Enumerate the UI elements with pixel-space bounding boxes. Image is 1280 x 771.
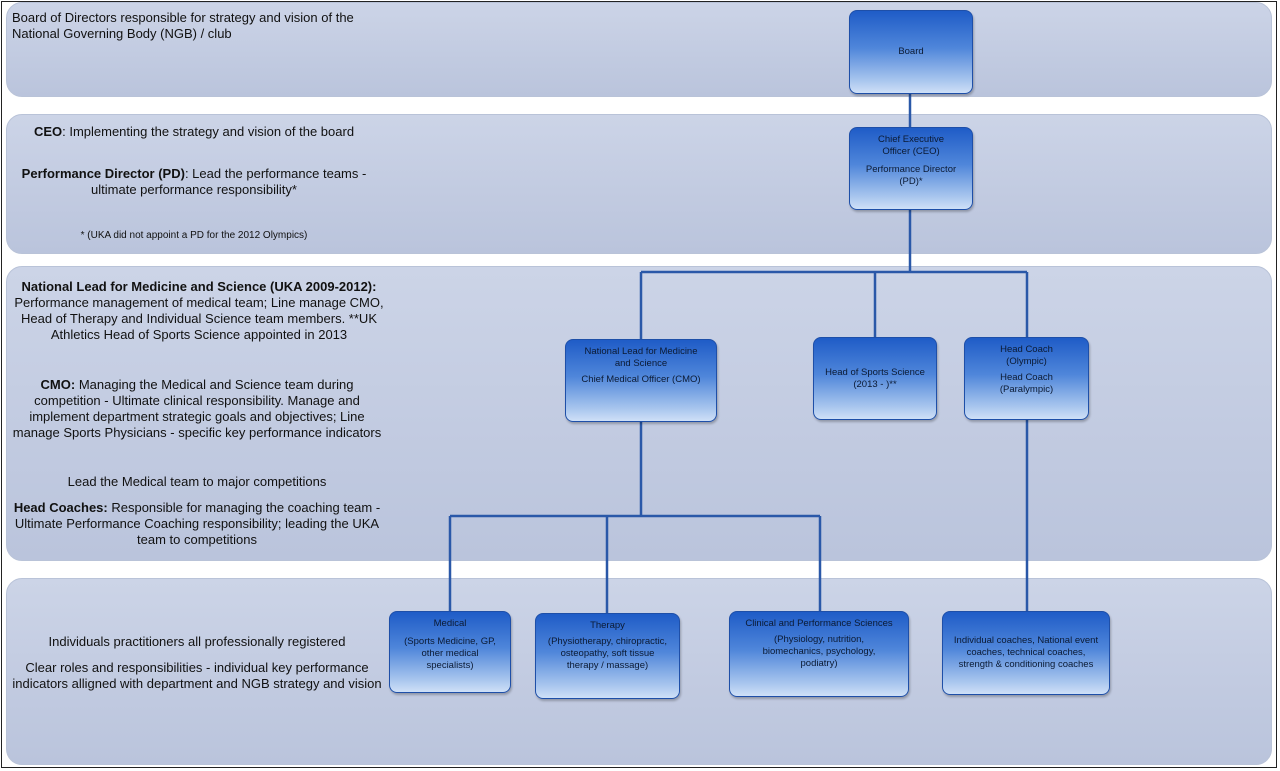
individual-coaches-node: Individual coaches, National event coach… (942, 611, 1110, 695)
ceo-node: Chief Executive Officer (CEO) Performanc… (849, 127, 973, 210)
board-node: Board (849, 10, 973, 94)
nlms-description: National Lead for Medicine and Science (… (14, 279, 384, 342)
cmo-description: CMO: Managing the Medical and Science te… (12, 377, 382, 440)
roles-text: Clear roles and responsibilities - indiv… (12, 660, 382, 691)
head-of-sports-science-node: Head of Sports Science (2013 - )** (813, 337, 937, 420)
board-description: Board of Directors responsible for strat… (12, 10, 354, 41)
clinical-performance-sciences-node: Clinical and Performance Sciences (Physi… (729, 611, 909, 697)
lead-medical-text: Lead the Medical team to major competiti… (67, 474, 327, 489)
board-band (6, 2, 1272, 97)
nlms-node: National Lead for Medicine and Science C… (565, 339, 717, 422)
pd-footnote: * (UKA did not appoint a PD for the 2012… (80, 230, 308, 241)
therapy-node: Therapy (Physiotherapy, chiropractic, os… (535, 613, 680, 699)
medical-node: Medical (Sports Medicine, GP, other medi… (389, 611, 511, 693)
executive-band (6, 114, 1272, 254)
head-coaches-description: Head Coaches: Responsible for managing t… (13, 500, 381, 547)
ceo-description: CEO: Implementing the strategy and visio… (33, 124, 355, 139)
head-coach-node: Head Coach (Olympic) Head Coach (Paralym… (964, 337, 1089, 420)
pd-description: Performance Director (PD): Lead the perf… (21, 166, 367, 197)
practitioners-text: Individuals practitioners all profession… (48, 634, 346, 649)
